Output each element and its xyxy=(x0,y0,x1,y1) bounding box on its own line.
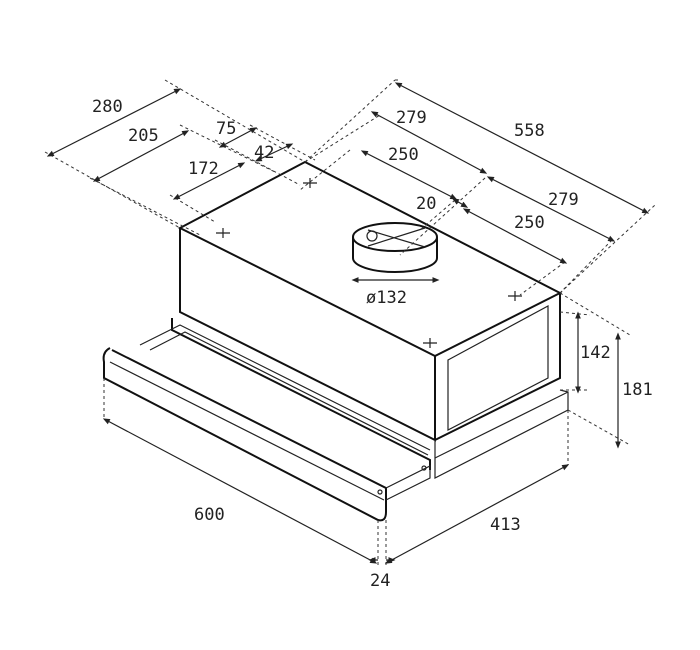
dim-172: 172 xyxy=(188,159,219,179)
dim-280: 280 xyxy=(92,97,123,117)
dim-132-diameter: ø132 xyxy=(366,288,407,308)
extension-lines xyxy=(44,79,656,565)
dim-250-top: 250 xyxy=(388,145,419,165)
dim-279-right: 279 xyxy=(548,190,579,210)
extraction-outlet xyxy=(352,222,438,273)
dim-600: 600 xyxy=(194,505,225,525)
dim-142: 142 xyxy=(580,343,611,363)
dim-181: 181 xyxy=(622,380,653,400)
slide-out-drawer xyxy=(102,318,431,522)
dim-250-right: 250 xyxy=(514,213,545,233)
dim-20: 20 xyxy=(416,194,436,214)
dimension-labels: 280 205 75 42 172 279 558 250 20 279 250… xyxy=(92,97,653,591)
mounting-points xyxy=(216,178,522,348)
dim-75: 75 xyxy=(216,119,236,139)
dim-413: 413 xyxy=(490,515,521,535)
dimension-lines xyxy=(46,82,650,562)
dim-558: 558 xyxy=(514,121,545,141)
hood-body xyxy=(177,160,569,479)
dim-42: 42 xyxy=(254,143,274,163)
dim-279-top: 279 xyxy=(396,108,427,128)
dim-24: 24 xyxy=(370,571,390,591)
dim-205: 205 xyxy=(128,126,159,146)
